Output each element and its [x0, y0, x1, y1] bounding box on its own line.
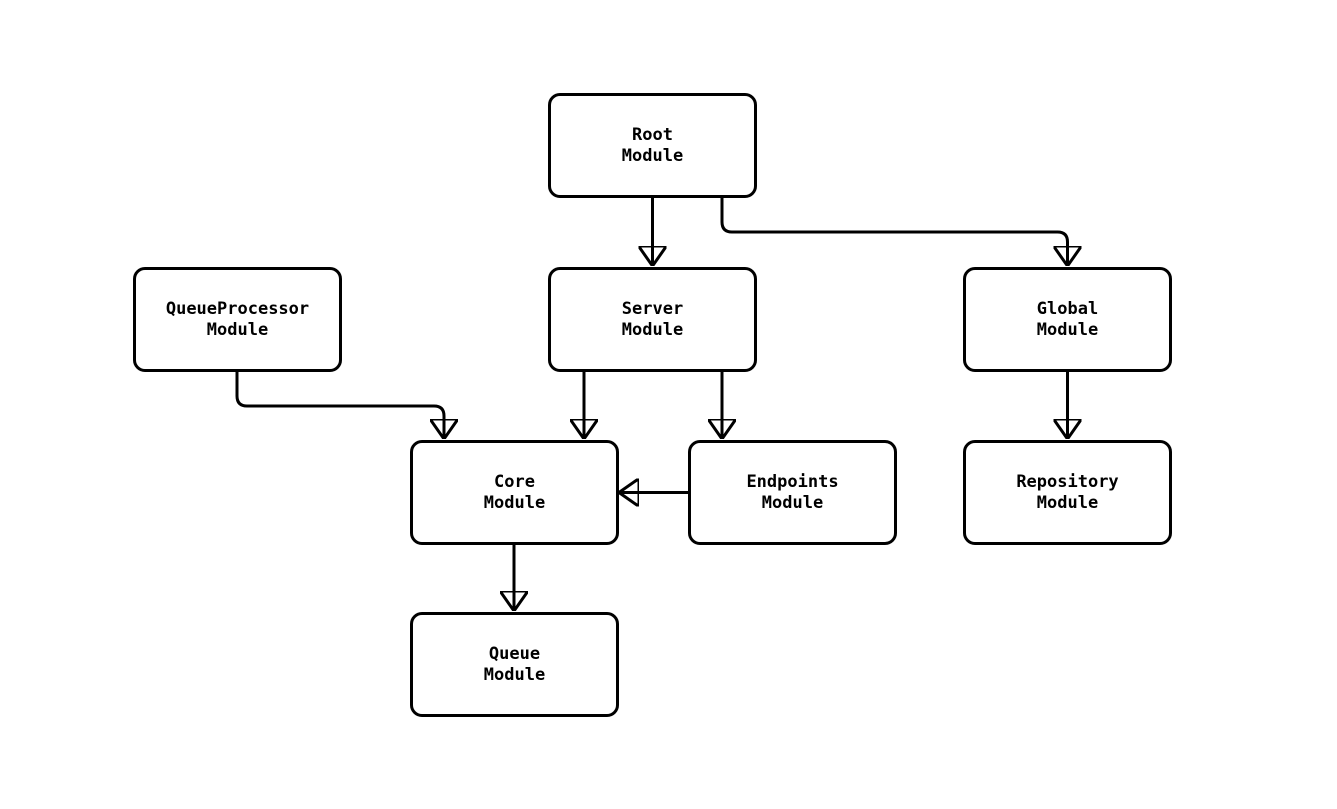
- node-label-line: Module: [483, 492, 546, 513]
- node-label-line: Module: [761, 492, 824, 513]
- node-label-line: Module: [1036, 319, 1099, 340]
- node-endpoints-module: Endpoints Module: [688, 440, 897, 545]
- node-core-module: Core Module: [410, 440, 619, 545]
- node-label-line: Root: [632, 124, 673, 145]
- node-server-module: Server Module: [548, 267, 757, 372]
- node-repository-module: Repository Module: [963, 440, 1172, 545]
- edge-root-to-global: [720, 198, 1068, 265]
- edge-queueprocessor-to-core: [235, 372, 444, 438]
- node-root-module: Root Module: [548, 93, 757, 198]
- node-label-line: Module: [206, 319, 269, 340]
- node-label-line: Module: [621, 145, 684, 166]
- node-label-line: Queue: [488, 643, 541, 664]
- node-label-line: Endpoints: [746, 471, 839, 492]
- node-label-line: QueueProcessor: [165, 298, 310, 319]
- node-queue-module: Queue Module: [410, 612, 619, 717]
- node-label-line: Server: [621, 298, 684, 319]
- node-label-line: Module: [483, 664, 546, 685]
- node-label-line: Core: [494, 471, 535, 492]
- node-label-line: Repository: [1016, 471, 1119, 492]
- node-label-line: Module: [1036, 492, 1099, 513]
- node-queueprocessor-module: QueueProcessor Module: [133, 267, 342, 372]
- node-global-module: Global Module: [963, 267, 1172, 372]
- node-label-line: Global: [1036, 298, 1099, 319]
- node-label-line: Module: [621, 319, 684, 340]
